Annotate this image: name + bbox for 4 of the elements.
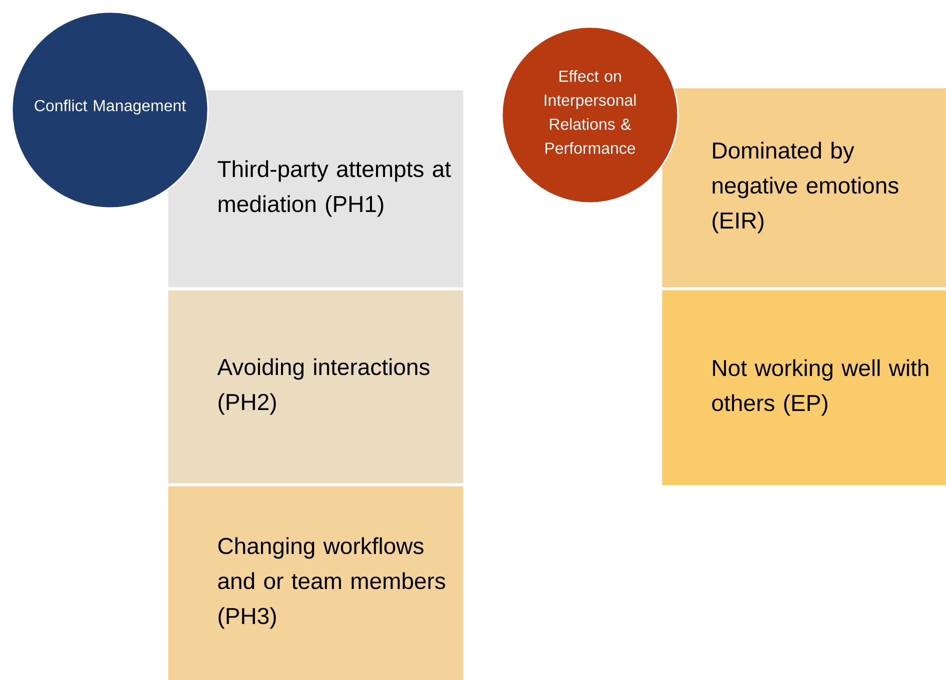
text-box: Dominated by negative emotions (EIR) [662,88,946,288]
text-box: Avoiding interactions (PH2) [168,290,464,484]
text-box: Not working well with others (EP) [662,290,946,486]
text-box: Changing workflows and or team members (PH3) [168,486,464,680]
